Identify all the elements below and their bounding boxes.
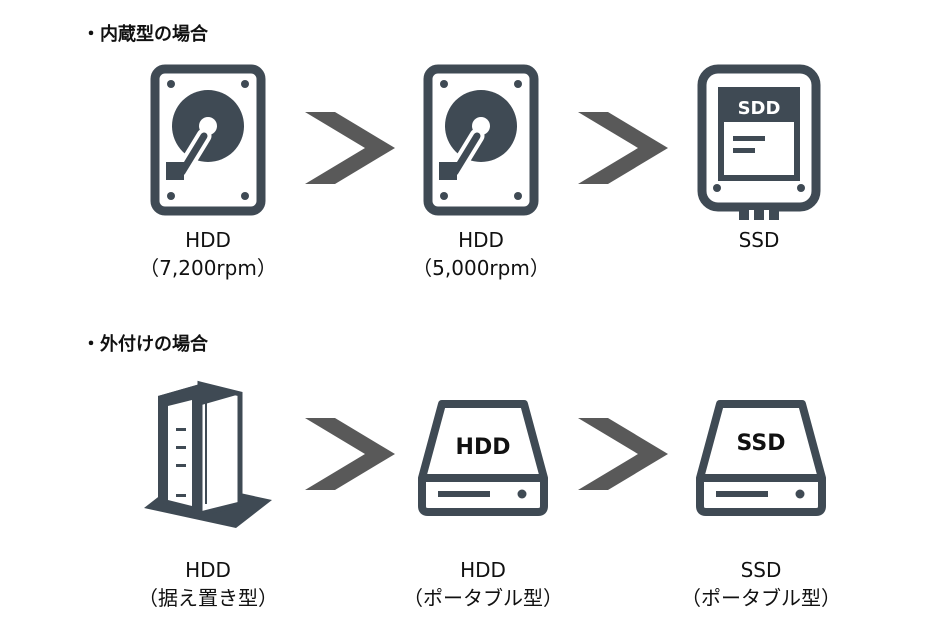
internal-ssd-icon: SDD xyxy=(697,64,821,222)
item-name: HDD xyxy=(185,228,231,252)
item-name: HDD xyxy=(458,228,504,252)
internal-hdd-icon xyxy=(423,64,539,216)
item-name: HDD xyxy=(185,558,231,582)
desktop-hdd-icon xyxy=(144,380,272,528)
item-name: SSD xyxy=(738,228,780,252)
item-sub: （ポータブル型） xyxy=(403,586,563,610)
portable-hdd-icon: HDD xyxy=(418,400,548,516)
ssd-chip-label: SDD xyxy=(738,98,781,119)
item-sub: （5,000rpm） xyxy=(412,256,550,280)
chevron-right-icon xyxy=(578,112,668,184)
portable-hdd-label: HDD xyxy=(456,435,511,460)
item-name: SSD xyxy=(740,558,782,582)
item-label: HDD （5,000rpm） xyxy=(401,226,561,282)
item-label: SSD xyxy=(679,226,839,254)
portable-ssd-icon: SSD xyxy=(696,400,826,516)
internal-hdd-icon xyxy=(150,64,266,216)
item-sub: （据え置き型） xyxy=(138,586,278,610)
section-title-external: ・外付けの場合 xyxy=(82,334,208,355)
section-title-internal: ・内蔵型の場合 xyxy=(82,24,208,45)
chevron-right-icon xyxy=(578,418,668,490)
item-label: SSD （ポータブル型） xyxy=(661,556,861,612)
chevron-right-icon xyxy=(305,418,395,490)
item-label: HDD （据え置き型） xyxy=(118,556,298,612)
chevron-right-icon xyxy=(305,112,395,184)
item-label: HDD （ポータブル型） xyxy=(383,556,583,612)
portable-ssd-label: SSD xyxy=(737,431,786,456)
item-label: HDD （7,200rpm） xyxy=(128,226,288,282)
item-sub: （7,200rpm） xyxy=(139,256,277,280)
item-name: HDD xyxy=(460,558,506,582)
item-sub: （ポータブル型） xyxy=(681,586,841,610)
